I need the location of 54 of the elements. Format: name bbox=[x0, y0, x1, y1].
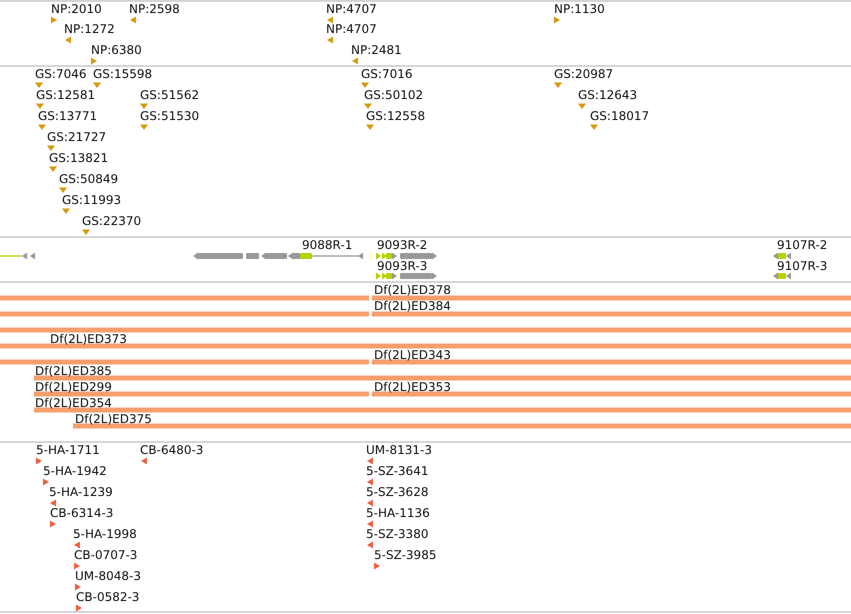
feature-label: NP:4707 bbox=[326, 22, 377, 36]
feature-label: 9107R-3 bbox=[777, 259, 828, 273]
feature-label: GS:20987 bbox=[554, 67, 614, 81]
feature-label: UM-8048-3 bbox=[75, 569, 141, 583]
feature-label: 5-HA-1136 bbox=[366, 506, 430, 520]
feature-label: GS:7016 bbox=[361, 67, 412, 81]
feature-label: 9093R-3 bbox=[377, 259, 428, 273]
feature-label: Df(2L)ED373 bbox=[50, 332, 127, 346]
feature-label: GS:21727 bbox=[47, 130, 106, 144]
feature-label: Df(2L)ED354 bbox=[35, 396, 112, 410]
feature-label: NP:4707 bbox=[326, 2, 377, 16]
feature-label: CB-6314-3 bbox=[50, 506, 114, 520]
feature-label: GS:15598 bbox=[93, 67, 152, 81]
feature-label: 9093R-2 bbox=[377, 238, 428, 252]
feature-label: 5-HA-1998 bbox=[73, 527, 137, 541]
feature-label: Df(2L)ED343 bbox=[374, 348, 451, 362]
feature-label: GS:50102 bbox=[364, 88, 424, 102]
feature-label: 9088R-1 bbox=[302, 238, 352, 252]
feature-label: Df(2L)ED378 bbox=[374, 283, 451, 297]
feature-label: 9107R-2 bbox=[777, 238, 828, 252]
feature-label: NP:2010 bbox=[51, 2, 102, 16]
feature-label: NP:1272 bbox=[64, 22, 115, 36]
feature-label: GS:12581 bbox=[36, 88, 96, 102]
feature-label: GS:11993 bbox=[62, 193, 122, 207]
feature-label: CB-6480-3 bbox=[140, 443, 204, 457]
feature-label: 5-HA-1711 bbox=[36, 443, 100, 457]
feature-label: GS:12558 bbox=[366, 109, 426, 123]
feature-label: 5-SZ-3985 bbox=[374, 548, 436, 562]
feature-label: Df(2L)ED375 bbox=[75, 412, 152, 426]
feature-label: GS:51562 bbox=[140, 88, 200, 102]
feature-label: 5-HA-1239 bbox=[49, 485, 113, 499]
feature-label: UM-8131-3 bbox=[366, 443, 432, 457]
feature-label: NP:1130 bbox=[554, 2, 605, 16]
feature-label: 5-SZ-3628 bbox=[366, 485, 428, 499]
feature-label: CB-0582-3 bbox=[76, 590, 140, 604]
feature-label: 5-SZ-3380 bbox=[366, 527, 428, 541]
feature-label: NP:2598 bbox=[129, 2, 180, 16]
feature-label: 5-SZ-3641 bbox=[366, 464, 428, 478]
feature-label: Df(2L)ED299 bbox=[35, 380, 112, 394]
feature-label: NP:6380 bbox=[91, 43, 142, 57]
feature-label: NP:2481 bbox=[351, 43, 402, 57]
feature-label: Df(2L)ED385 bbox=[35, 364, 112, 378]
feature-label: Df(2L)ED353 bbox=[374, 380, 451, 394]
feature-label: Df(2L)ED384 bbox=[374, 299, 451, 313]
feature-label: GS:50849 bbox=[59, 172, 118, 186]
feature-label: GS:18017 bbox=[590, 109, 650, 123]
feature-label: GS:7046 bbox=[35, 67, 86, 81]
feature-label: GS:12643 bbox=[578, 88, 638, 102]
feature-label: CB-0707-3 bbox=[74, 548, 138, 562]
feature-label: GS:13771 bbox=[38, 109, 98, 123]
feature-label: GS:22370 bbox=[82, 214, 142, 228]
feature-label: 5-HA-1942 bbox=[43, 464, 107, 478]
feature-label: GS:51530 bbox=[140, 109, 200, 123]
feature-label: GS:13821 bbox=[49, 151, 108, 165]
